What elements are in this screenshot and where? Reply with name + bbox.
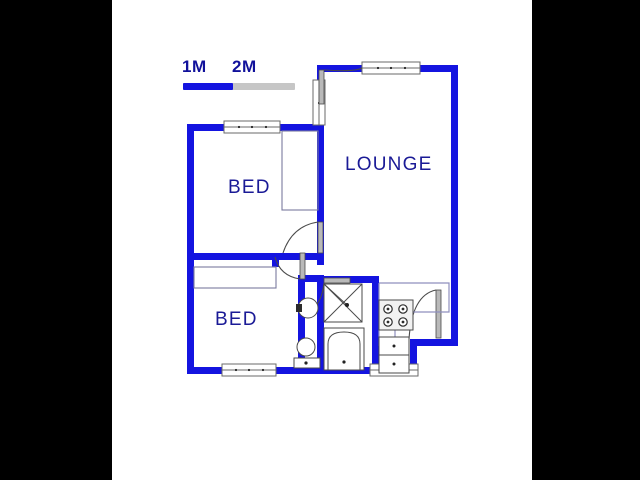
- double-sink-fixture: [378, 336, 410, 374]
- doors: [274, 67, 442, 340]
- scale-label-2m: 2M: [232, 57, 257, 76]
- floor-plan-canvas: 1M 2M LOUNGE BED BED: [112, 0, 532, 480]
- door-bed-bottom: [274, 252, 306, 280]
- door-back-right: [408, 289, 442, 340]
- door-lounge-entry: [318, 67, 363, 105]
- scale-label-1m: 1M: [182, 57, 207, 76]
- cupboard-bed-top: [281, 130, 319, 211]
- bathroom-fixtures: [293, 283, 365, 371]
- room-label-lounge: LOUNGE: [345, 154, 433, 175]
- scale-track: [183, 83, 295, 90]
- scale-labels: 1M 2M: [182, 57, 362, 79]
- door-lounge-hall: [282, 221, 324, 254]
- window-bed-bottom: [221, 363, 277, 377]
- window-bed-top: [223, 120, 281, 134]
- scale-bar: 1M 2M: [182, 57, 362, 103]
- stove-fixture: [378, 299, 414, 331]
- wash-basin-fixture: [296, 297, 319, 319]
- floor-plan-drawing: [187, 61, 458, 377]
- cupboards: [193, 130, 319, 289]
- room-label-bed-bottom: BED: [215, 309, 258, 330]
- scale-fill: [183, 83, 233, 90]
- toilet-fixture: [293, 337, 321, 369]
- room-label-bed-top: BED: [228, 177, 271, 198]
- cupboard-bed-bottom: [193, 266, 277, 289]
- shower-fixture: [323, 283, 363, 323]
- bathtub-fixture: [323, 327, 365, 371]
- window-lounge-top: [361, 61, 421, 75]
- kitchen-fixtures: [378, 282, 450, 374]
